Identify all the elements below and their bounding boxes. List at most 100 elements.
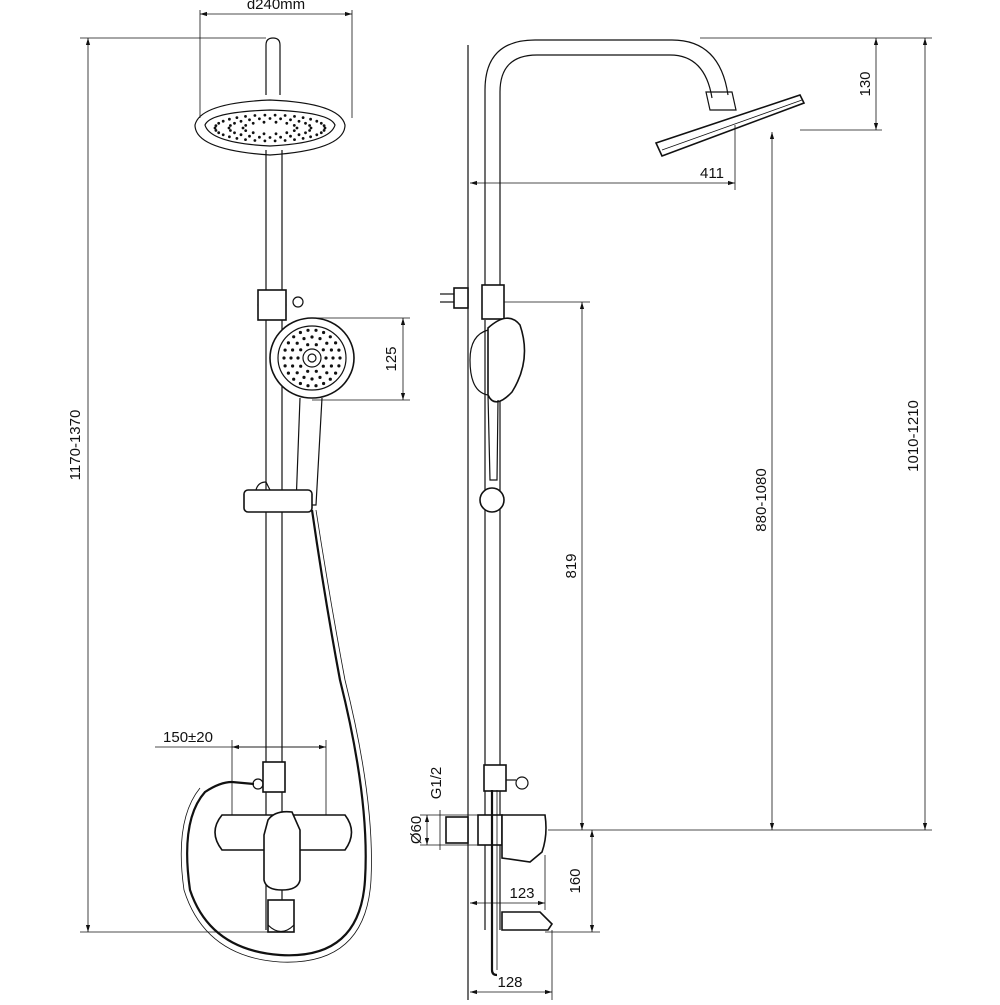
nozzle-dot [239,119,243,123]
nozzle-dot [251,131,255,135]
nozzle-dot [289,134,292,138]
nozzle-dot [292,129,296,133]
nozzle-dot [273,113,277,117]
hand-shower-side [469,317,526,513]
label-head-diameter: d240mm [247,0,305,13]
nozzle-dot [319,131,323,135]
nozzle-dot [295,126,299,130]
slide-holder [243,481,313,513]
nozzle-dot [322,381,326,386]
nozzle-dot [322,124,326,127]
label-arm-reach: 411 [700,165,724,182]
hand-shower-front [269,317,355,506]
nozzle-dot [291,348,295,352]
label-center-distance: 150±20 [163,729,213,746]
nozzle-dot [279,135,282,139]
nozzle-dot [319,121,323,125]
nozzle-dot [214,124,218,127]
nozzle-dot [292,124,296,127]
nozzle-dot [329,364,333,368]
nozzle-dot [297,119,301,123]
nozzle-dot [289,356,293,360]
nozzle-dot [309,126,313,130]
nozzle-dot [263,113,267,117]
nozzle-dot [321,348,325,352]
nozzle-dot [337,348,341,352]
nozzle-dot [306,328,310,332]
nozzle-dot [306,369,310,373]
nozzle-dot [293,138,296,142]
nozzle-dot [262,132,266,136]
nozzle-dot [309,135,312,139]
nozzle-dot [298,330,302,335]
label-head-height: 880-1080 [753,468,770,531]
nozzle-dot [268,117,272,120]
mixer-body-front [214,810,353,933]
nozzle-dot [253,114,257,117]
nozzle-dot [268,136,272,139]
nozzle-dot [248,134,251,138]
nozzle-dot [273,139,277,143]
nozzle-dot [314,328,318,332]
label-flange-diameter: Ø60 [408,816,425,844]
flexible-hose-front [186,509,367,957]
mixer-side [445,814,554,931]
nozzle-dot [227,126,231,130]
nozzle-dot [283,364,287,368]
nozzle-dot [292,377,296,381]
nozzle-dot [334,341,338,345]
nozzle-dot [286,371,290,375]
nozzle-dot [217,121,221,125]
wall-bracket-side [440,284,505,320]
nozzle-dot [304,131,307,135]
nozzle-dot [274,120,278,124]
nozzle-dot [296,356,300,360]
nozzle-dot [283,139,287,142]
nozzle-dot [308,124,311,127]
nozzle-dot [285,121,289,125]
nozzle-dot [229,129,232,132]
nozzle-dot [314,384,318,388]
nozzle-dot [310,335,314,339]
nozzle-dot [221,133,225,137]
nozzle-dot [221,119,225,123]
diverter-front [231,761,286,793]
nozzle-dot [315,133,319,137]
nozzle-dot [233,131,236,135]
dimension-lines [80,10,932,1000]
nozzle-dot [228,117,231,121]
nozzle-dot [233,121,236,125]
nozzle-dot [314,369,318,373]
nozzle-dot [239,133,243,137]
nozzle-dot [244,129,248,133]
nozzle-dot [328,377,332,381]
nozzle-dot [244,138,247,142]
nozzle-dot [279,117,282,121]
nozzle-dot [258,135,261,139]
label-spout-drop: 160 [567,868,584,893]
nozzle-dot [297,133,301,137]
nozzle-dot [321,364,325,368]
nozzle-dot [293,115,296,118]
label-rail-height: 819 [563,553,580,578]
nozzle-dot [318,337,322,341]
nozzle-dot [228,135,231,139]
label-spout-reach: 128 [497,974,522,991]
nozzle-dot [302,375,306,379]
nozzle-dot [283,114,287,117]
nozzle-dot [285,131,289,135]
nozzle-dot [325,371,329,375]
rain-shower-head-front [194,99,346,156]
nozzle-dot [304,121,307,125]
nozzle-dot [253,139,257,142]
nozzle-dot [217,131,221,135]
nozzle-dot [298,381,302,386]
nozzle-dot [323,126,327,130]
nozzle-dot [306,343,310,347]
nozzle-dot [283,348,287,352]
nozzle-dot [306,384,310,388]
nozzle-dot [258,117,261,121]
nozzle-dot [235,137,239,140]
nozzle-dot [331,356,335,360]
